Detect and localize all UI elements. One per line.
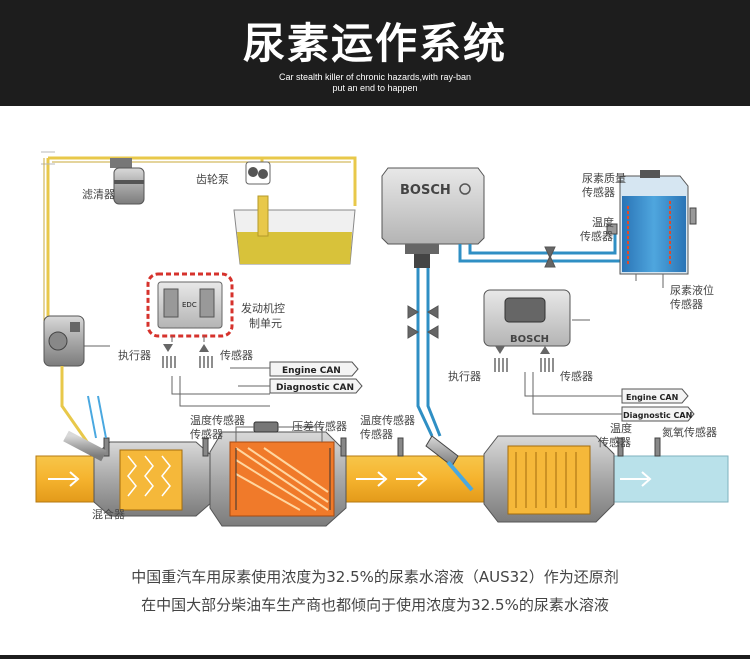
page-subtitle: Car stealth killer of chronic hazards,wi… xyxy=(0,72,750,94)
tank-temp-sensor-label-2: 传感器 xyxy=(580,230,613,243)
diagnostic-can-tag-right: Diagnostic CAN xyxy=(621,406,695,422)
pressure-diff-sensor xyxy=(235,421,323,442)
scr-catalyst xyxy=(483,435,615,523)
urea-system-diagram: 滤清器 齿轮泵 EDC 发动机控 制单元 执行器 传感器 xyxy=(35,151,729,527)
temp-sensor-3-label-line-2: 传感器 xyxy=(598,436,631,449)
subtitle-line-1: Car stealth killer of chronic hazards,wi… xyxy=(278,72,472,82)
dpf-filter xyxy=(209,431,347,527)
ecu-label-line-1: 发动机控 xyxy=(241,301,285,315)
caption-line-1: 中国重汽车用尿素使用浓度为32.5%的尿素水溶液（AUS32）作为还原剂 xyxy=(131,568,619,586)
pressure-diff-label: 压差传感器 xyxy=(292,419,347,433)
ecu-signal-lines xyxy=(70,336,270,407)
temp-sensor-1-label-line-2: 传感器 xyxy=(190,428,223,441)
gear-pump-label: 齿轮泵 xyxy=(196,172,229,186)
fuel-tank xyxy=(233,195,356,265)
fuel-line-outline xyxy=(43,158,351,321)
ecu-edc: EDC xyxy=(146,272,234,338)
tank-temp-sensor-label-1: 温度 xyxy=(592,215,614,229)
urea-level-sensor-label-2: 传感器 xyxy=(670,298,703,311)
diagnostic-can-tag-left: Diagnostic CAN xyxy=(269,378,363,394)
ecu-can-connectors xyxy=(230,367,270,387)
actuator-right-label: 执行器 xyxy=(448,369,481,383)
doc-catalyst xyxy=(93,441,213,517)
urea-injector xyxy=(425,435,474,492)
bosch-top-label: BOSCH xyxy=(400,183,451,198)
sensor-left-label: 传感器 xyxy=(220,349,253,362)
mixer xyxy=(63,395,107,462)
bosch-dosing-module: BOSCH xyxy=(381,167,485,268)
engine-can-tag-left: Engine CAN xyxy=(269,361,359,377)
bosch-control-unit: BOSCH xyxy=(483,289,571,347)
title-banner: 尿素运作系统 Car stealth killer of chronic haz… xyxy=(0,0,750,106)
page-title: 尿素运作系统 xyxy=(242,19,507,68)
urea-level-sensor-label-1: 尿素液位 xyxy=(670,283,714,297)
gear-pump xyxy=(245,161,271,185)
flow-arrows xyxy=(48,471,652,487)
fuel-filter xyxy=(110,158,145,205)
nox-sensor-label: 氮氧传感器 xyxy=(662,425,717,439)
bottom-rule xyxy=(0,655,750,659)
edc-label: EDC xyxy=(182,301,197,309)
engine-can-tag-right: Engine CAN xyxy=(621,388,689,404)
ecu-label-line-2: 制单元 xyxy=(249,317,282,330)
diagnostic-can-left-label: Diagnostic CAN xyxy=(276,383,354,393)
actuator-left-label: 执行器 xyxy=(118,348,151,362)
subtitle-line-2: put an end to happen xyxy=(332,83,418,93)
tank-sensor-lines xyxy=(635,274,664,288)
sensor-right-label: 传感器 xyxy=(560,370,593,383)
caption-line-2: 在中国大部分柴油车生产商也都倾向于使用浓度为32.5%的尿素水溶液 xyxy=(141,596,609,614)
urea-quality-sensor-label-2: 传感器 xyxy=(582,186,615,199)
exhaust-probes xyxy=(103,437,661,457)
bosch-dcu-label: BOSCH xyxy=(510,334,549,345)
mixer-label: 混合器 xyxy=(92,507,125,521)
temp-sensor-3-label-line-1: 温度 xyxy=(610,421,632,435)
filter-label: 滤清器 xyxy=(82,188,115,201)
urea-quality-sensor-label-1: 尿素质量 xyxy=(582,172,626,185)
sensor-left-marker xyxy=(199,344,213,368)
dcu-signal-lines xyxy=(524,319,622,415)
temp-sensor-1-label-line-1: 温度传感器 xyxy=(190,413,245,427)
engine-can-right-label: Engine CAN xyxy=(626,393,678,402)
temp-sensor-2-label-line-2: 传感器 xyxy=(360,428,393,441)
actuator-right-marker xyxy=(494,346,508,372)
temp-sensor-2-label-line-1: 温度传感器 xyxy=(360,413,415,427)
urea-line-marks xyxy=(407,246,556,339)
urea-tank xyxy=(606,170,697,275)
engine-can-left-label: Engine CAN xyxy=(282,366,341,376)
actuator-left-marker xyxy=(162,344,176,368)
sensor-right-marker xyxy=(540,346,554,372)
fuel-injection-pump xyxy=(43,315,92,447)
diagnostic-can-right-label: Diagnostic CAN xyxy=(623,411,692,420)
